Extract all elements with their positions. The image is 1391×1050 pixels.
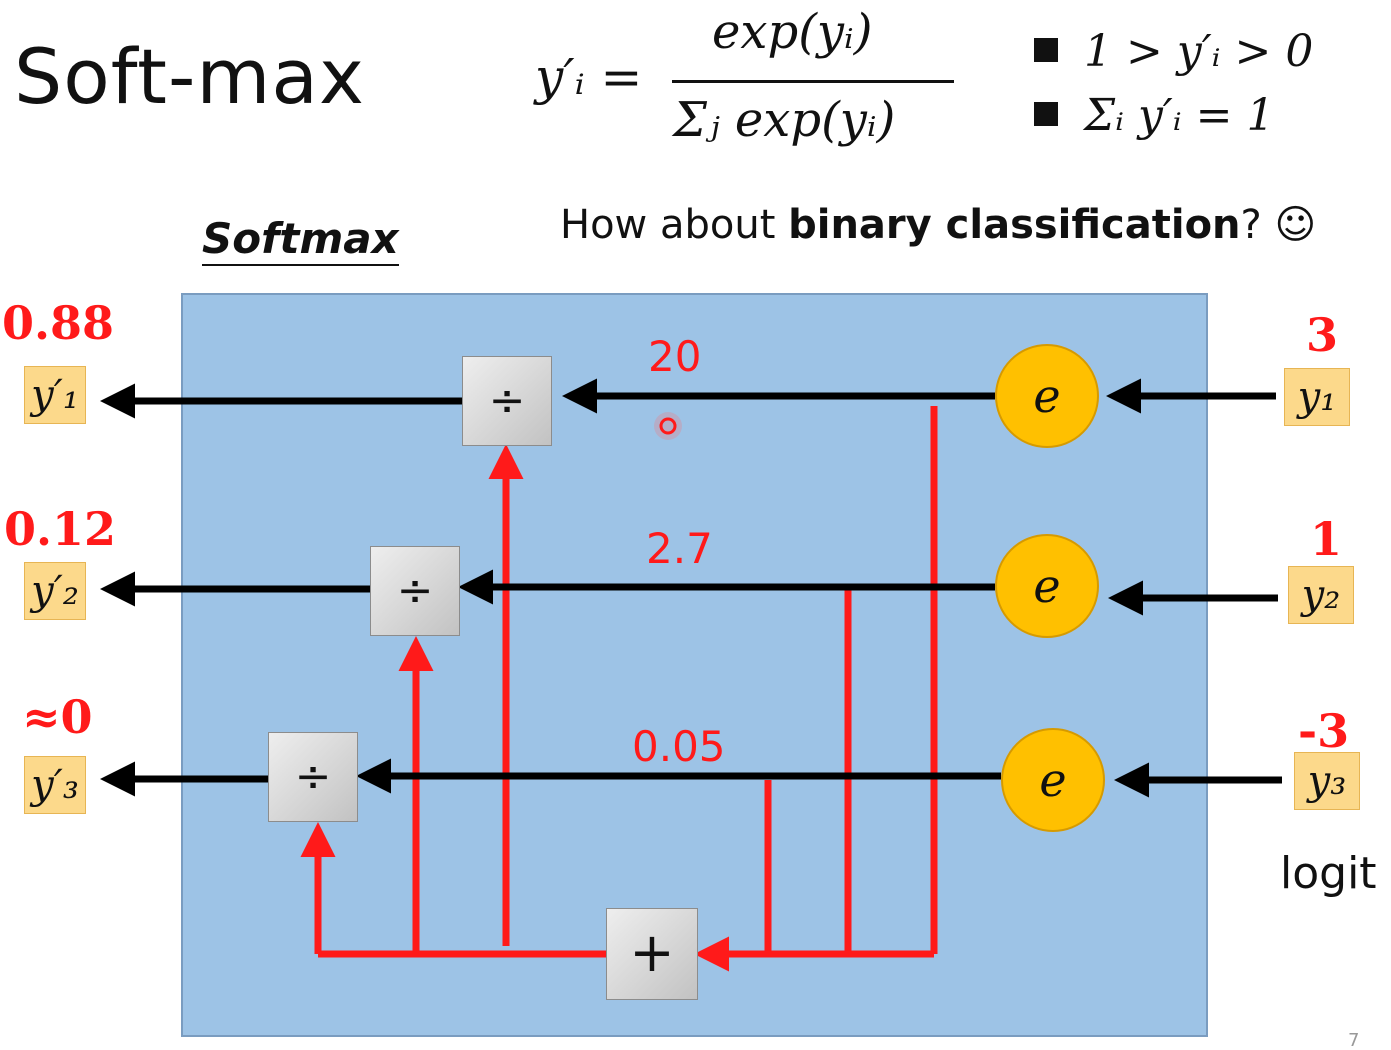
input-box-2: y₂ [1288,566,1354,624]
formula-property-range-text: 1 > y′ᵢ > 0 [1084,26,1314,77]
bullet-square-icon [1034,102,1058,126]
exp-node-3: e [1001,728,1105,832]
exp-node-2: e [995,534,1099,638]
divide-node-3: ÷ [268,732,358,822]
logit-label: logit [1280,848,1377,899]
output-label-1: y′₁ [31,372,79,418]
formula-property-sum: Σᵢ y′ᵢ = 1 [1034,90,1274,141]
output-box-3: y′₃ [24,756,86,814]
question-bold: binary classification [788,202,1241,248]
input-value-3: -3 [1298,704,1350,758]
question-prefix: How about [560,202,789,248]
flow-wires [100,378,1282,798]
exp-value-3: 0.05 [632,722,726,771]
input-label-3: y₃ [1307,758,1347,804]
divide-node-1: ÷ [462,356,552,446]
input-label-2: y₂ [1301,572,1341,618]
bullet-square-icon [1034,38,1058,62]
divide-node-2: ÷ [370,546,460,636]
output-box-1: y′₁ [24,366,86,424]
output-label-2: y′₂ [31,568,79,614]
binary-classification-question: How about binary classification? ☺ [560,202,1316,248]
formula-fraction-bar [672,80,954,83]
sum-node: + [606,908,698,1000]
formula-numerator: exp(yᵢ) [712,4,873,60]
formula-property-sum-text: Σᵢ y′ᵢ = 1 [1084,90,1275,141]
input-box-3: y₃ [1294,752,1360,810]
input-box-1: y₁ [1284,368,1350,426]
sum-wires [300,406,938,972]
output-value-1: 0.88 [2,296,115,350]
formula-property-range: 1 > y′ᵢ > 0 [1034,26,1313,77]
exp-value-2: 2.7 [646,524,713,573]
formula-denominator: Σⱼ exp(yᵢ) [673,92,896,148]
page-number: 7 [1348,1030,1360,1050]
pointer-dot [654,412,682,440]
input-value-1: 3 [1306,308,1339,362]
formula-lhs: y′ᵢ = [535,48,643,106]
output-label-3: y′₃ [31,762,79,808]
question-suffix: ? ☺ [1240,202,1317,248]
exp-value-1: 20 [648,332,702,381]
input-value-2: 1 [1310,512,1343,566]
output-box-2: y′₂ [24,562,86,620]
slide-title: Soft-max [14,32,365,121]
output-value-2: 0.12 [4,502,117,556]
exp-node-1: e [995,344,1099,448]
input-label-1: y₁ [1297,374,1337,420]
output-value-3: ≈0 [22,690,93,744]
diagram-label: Softmax [202,214,399,266]
